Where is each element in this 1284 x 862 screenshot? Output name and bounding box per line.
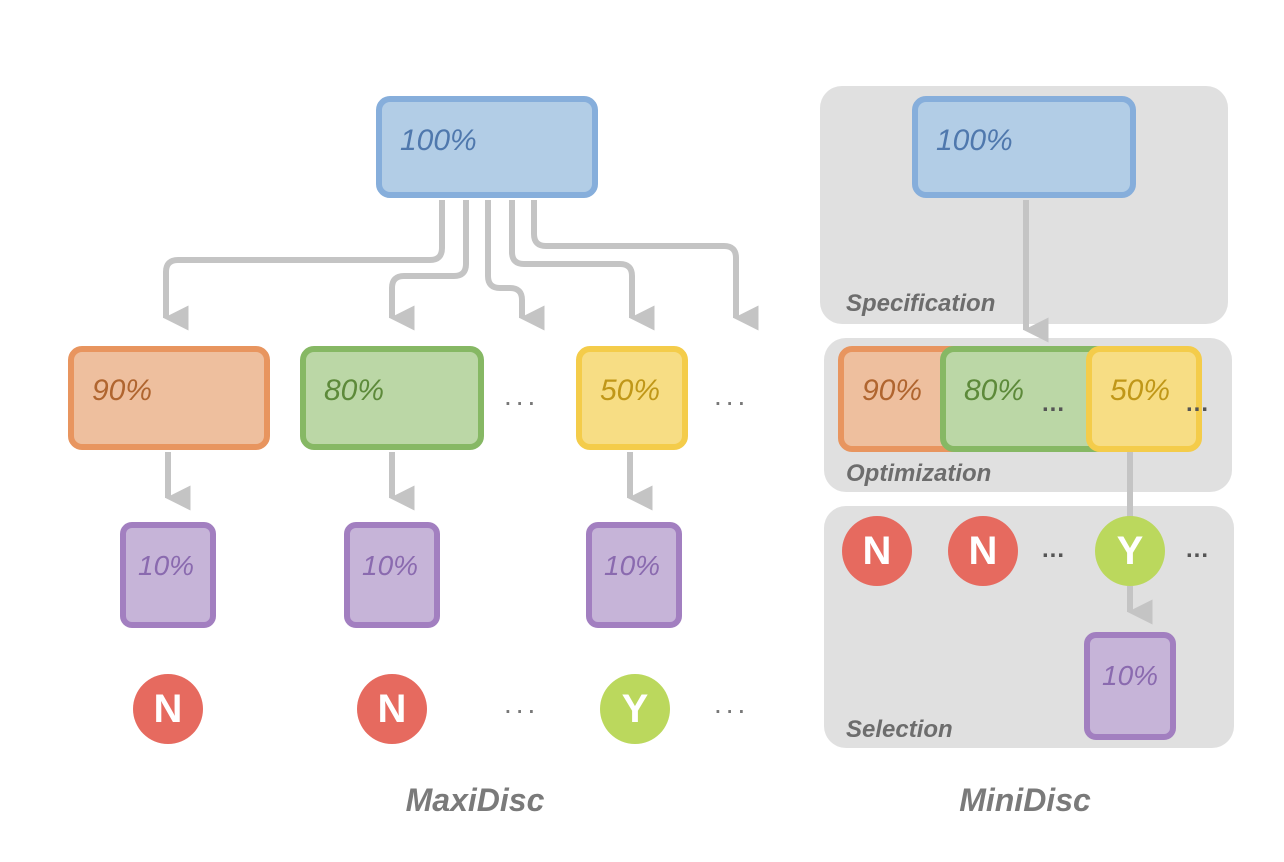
maxidisc-sub-50-box: 10%: [586, 522, 682, 628]
maxidisc-decision-50: Y: [600, 674, 670, 744]
maxidisc-ellipsis-models-2: ...: [714, 380, 750, 411]
maxidisc-decision-80: N: [357, 674, 427, 744]
maxidisc-ellipsis-decisions-1: ...: [504, 688, 540, 719]
maxidisc-model-80-box: 80%: [300, 346, 484, 450]
maxidisc-model-50-box: 50%: [576, 346, 688, 450]
maxidisc-model-90-label: 90%: [92, 374, 153, 407]
minidisc-ellipsis-models-1: ...: [1042, 390, 1066, 417]
maxidisc-model-90-box: 90%: [68, 346, 270, 450]
maxidisc-decision-90: N: [133, 674, 203, 744]
minidisc-caption: MiniDisc: [959, 782, 1091, 818]
maxidisc-caption: MaxiDisc: [405, 782, 545, 818]
minidisc-model-80-box: 80%: [940, 346, 1110, 452]
maxidisc-ellipsis-models-1: ...: [504, 380, 540, 411]
minidisc-model-80-label: 80%: [964, 374, 1025, 407]
minidisc-decision-3: Y: [1095, 516, 1165, 586]
minidisc-model-90-label: 90%: [862, 374, 923, 407]
maxidisc-root-box: 100%: [376, 96, 598, 198]
maxidisc-sub-80-box: 10%: [344, 522, 440, 628]
minidisc-decision-2: N: [948, 516, 1018, 586]
arrow-to-50: [509, 200, 655, 331]
selection-label: Selection: [846, 716, 953, 743]
minidisc-model-50-label: 50%: [1110, 374, 1171, 407]
maxidisc-sub-90-label: 10%: [138, 550, 195, 581]
arrow-to-ellipsis-1: [485, 200, 545, 331]
minidisc-final-label: 10%: [1102, 660, 1159, 691]
optimization-label: Optimization: [846, 460, 992, 487]
maxidisc-ellipsis-decisions-2: ...: [714, 688, 750, 719]
specification-label: Specification: [846, 290, 996, 317]
minidisc-ellipsis-models-2: ...: [1186, 390, 1210, 417]
minidisc-final-box: 10%: [1084, 632, 1176, 740]
maxidisc-model-50-label: 50%: [600, 374, 661, 407]
maxidisc-sub-90-box: 10%: [120, 522, 216, 628]
arrow-to-80: [389, 200, 469, 331]
minidisc-root-box: 100%: [912, 96, 1136, 198]
minidisc-decision-1: N: [842, 516, 912, 586]
maxidisc-sub-50-label: 10%: [604, 550, 661, 581]
minidisc-root-label: 100%: [936, 124, 1013, 157]
arrow-to-90: [163, 200, 445, 331]
minidisc-ellipsis-decisions-1: ...: [1042, 536, 1066, 563]
minidisc-model-50-box: 50%: [1086, 346, 1202, 452]
maxidisc-model-80-label: 80%: [324, 374, 385, 407]
arrow-to-ellipsis-2: [531, 200, 759, 331]
minidisc-ellipsis-decisions-2: ...: [1186, 536, 1210, 563]
maxidisc-root-label: 100%: [400, 124, 477, 157]
maxidisc-sub-80-label: 10%: [362, 550, 419, 581]
